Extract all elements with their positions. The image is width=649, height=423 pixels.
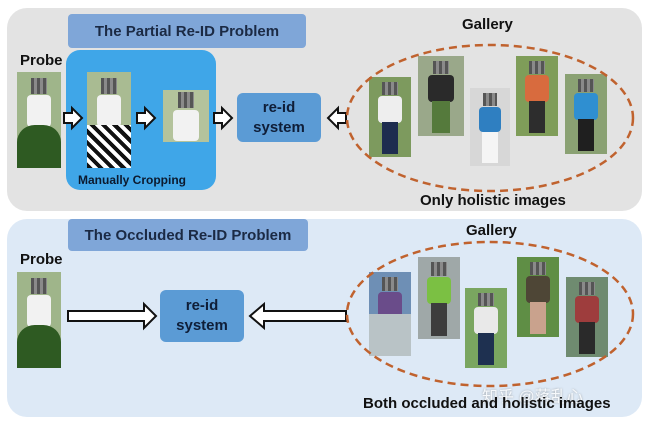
gallery-image [465, 288, 507, 368]
occluded-title: The Occluded Re-ID Problem [68, 219, 308, 251]
reid-line2: system [253, 118, 305, 136]
watermark: 知乎 @蒋乱心 [482, 389, 583, 406]
gallery-image [369, 272, 411, 356]
occluded-probe-image [17, 272, 61, 368]
cropped-result-image [163, 90, 209, 142]
gallery-image [565, 74, 607, 154]
reid-line1: re-id [262, 98, 296, 116]
gallery-image [418, 257, 460, 339]
occluded-reid-system: re-id system [160, 290, 244, 342]
partial-probe-image [17, 72, 61, 168]
partial-reid-system: re-id system [237, 93, 321, 142]
hollow-arrow-left-icon [326, 105, 347, 131]
manual-cropping-label: Manually Cropping [78, 173, 186, 187]
occluded-gallery-label: Gallery [466, 222, 517, 239]
gallery-ellipse-top [345, 43, 635, 193]
hollow-arrow-left-long-icon [248, 301, 347, 331]
reid-line1: re-id [185, 297, 219, 314]
partial-gallery-caption: Only holistic images [420, 192, 566, 209]
hollow-arrow-long-icon [67, 301, 158, 331]
cropped-region-image [87, 72, 131, 168]
occluded-gallery-caption: Both occluded and holistic images [363, 395, 611, 412]
gallery-image [517, 257, 559, 337]
gallery-image [418, 56, 464, 136]
partial-title: The Partial Re-ID Problem [68, 14, 306, 48]
gallery-image [566, 277, 608, 357]
hollow-arrow-icon [63, 105, 84, 131]
gallery-image [369, 77, 411, 157]
hollow-arrow-icon [136, 105, 157, 131]
occluded-probe-label: Probe [20, 251, 63, 268]
hollow-arrow-icon [213, 105, 234, 131]
gallery-ellipse-bottom [345, 240, 635, 388]
gallery-image [470, 88, 510, 166]
partial-gallery-label: Gallery [462, 16, 513, 33]
partial-probe-label: Probe [20, 52, 63, 69]
reid-line2: system [176, 317, 228, 334]
gallery-image [516, 56, 558, 136]
